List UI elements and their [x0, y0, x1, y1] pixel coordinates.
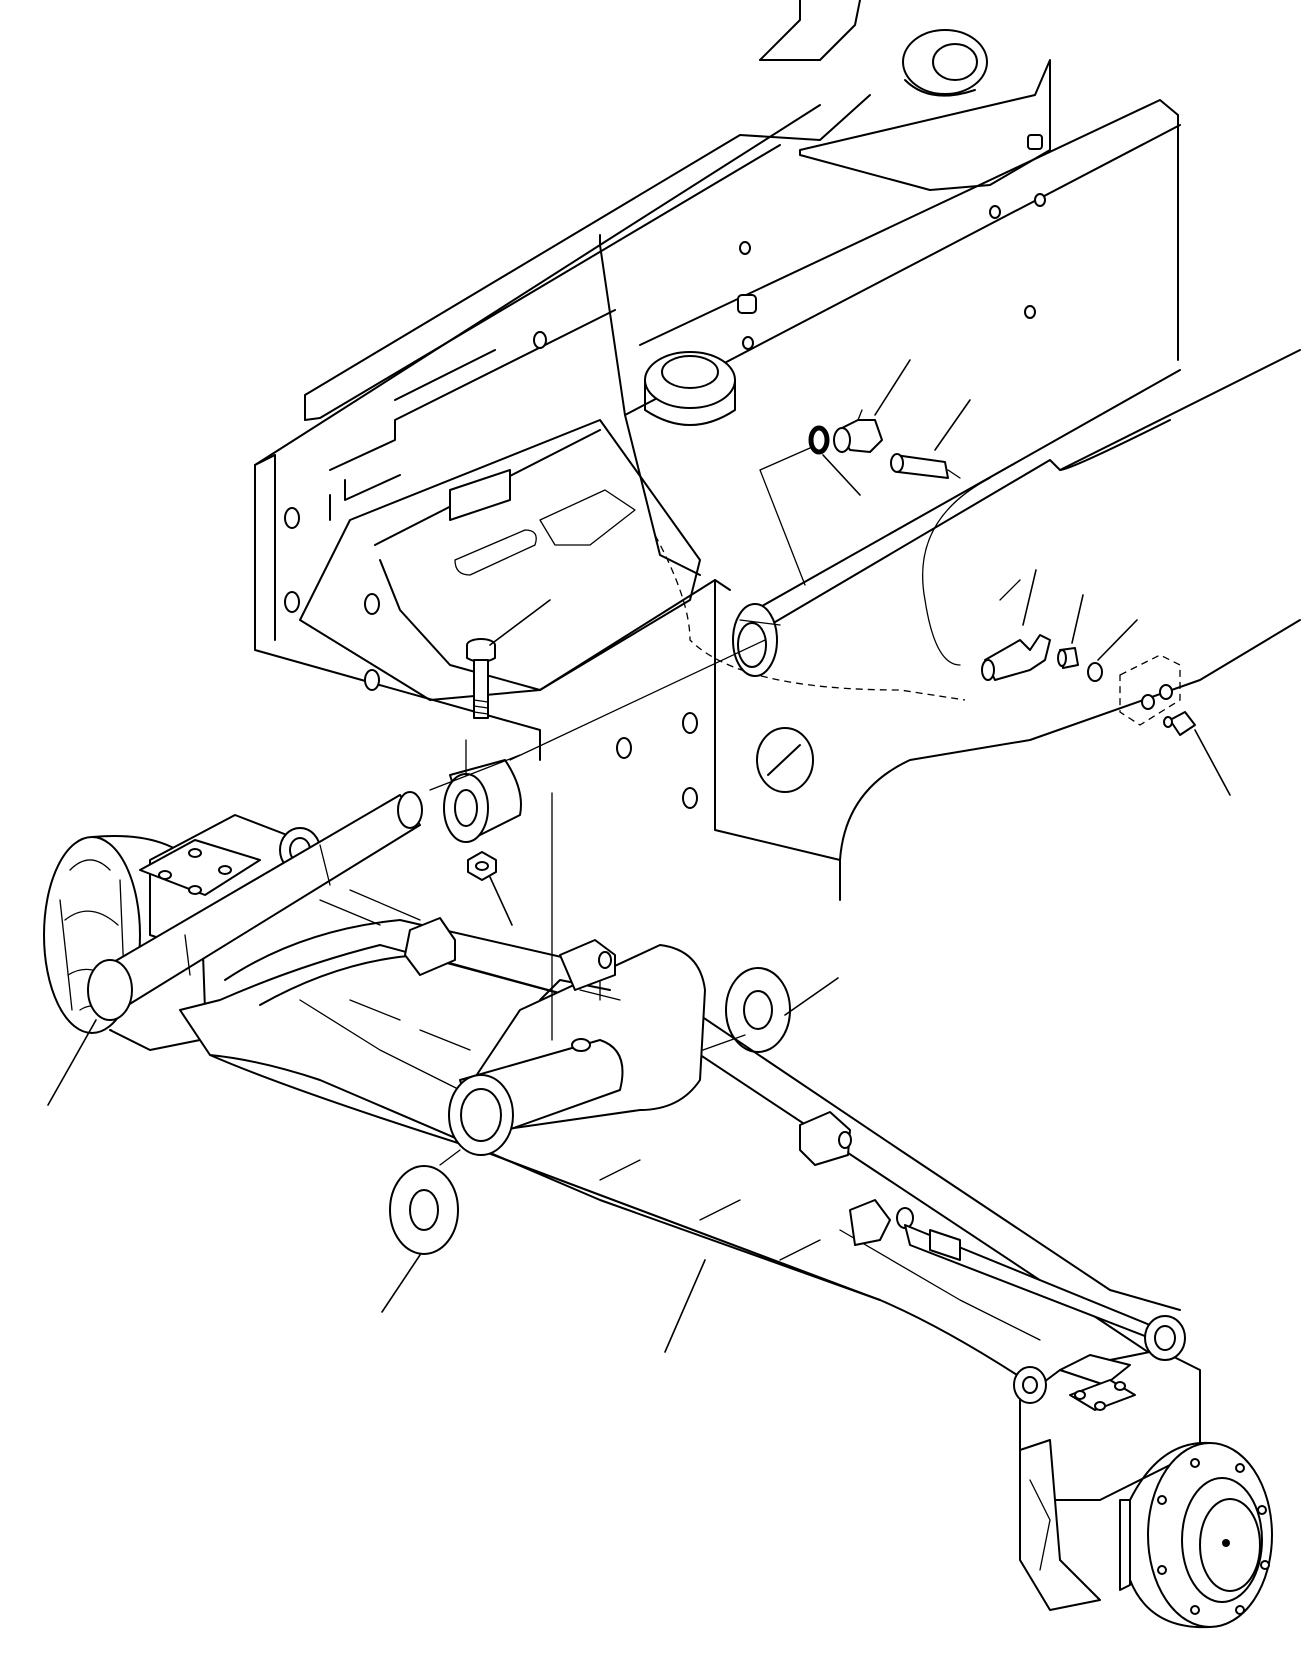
leader-pivot-pin: [47, 1019, 97, 1106]
assembly-lines: [429, 447, 811, 1166]
grease-nipple: [1163, 711, 1196, 736]
axle-pivot-boss: [448, 944, 706, 1156]
leader-o-ring-upper: [822, 454, 861, 496]
o-ring-upper: [808, 425, 830, 455]
o-ring-lower: [1087, 662, 1103, 682]
frame-pivot-boss: [732, 603, 781, 677]
pivot-pin: [87, 791, 423, 1021]
leader-connector-lower: [1071, 594, 1084, 644]
hose-fitting-upper: [890, 453, 961, 479]
connector-lower: [1057, 647, 1079, 669]
axle-assembly: [43, 791, 1273, 1629]
leader-thrust-washer-right: [784, 977, 839, 1016]
leader-elbow-fitting: [874, 359, 911, 416]
leader-bolt: [489, 599, 551, 646]
leader-nut: [489, 876, 513, 926]
elbow-fitting-lower: [981, 634, 1051, 681]
machine-frame: [254, 0, 1301, 901]
thrust-washer-right: [725, 967, 791, 1053]
thrust-washer-left: [389, 1165, 459, 1255]
elbow-fitting-upper: [833, 409, 883, 453]
leader-thrust-washer-left: [381, 1254, 421, 1313]
callout-leaders: [47, 359, 1231, 1353]
leader-o-ring-lower: [1097, 619, 1138, 661]
leader-hose-fitting: [934, 399, 971, 451]
collar-bushing: [443, 739, 522, 843]
leader-grease-nipple: [1194, 729, 1231, 796]
bolt: [466, 638, 496, 719]
nut: [467, 851, 497, 881]
leader-axle-assembly: [664, 1259, 706, 1353]
mounting-block: [1119, 654, 1181, 726]
right-wheel-hub: [1119, 1441, 1273, 1629]
right-steering-knuckle: [1013, 1315, 1201, 1611]
leader-elbow-lower: [1022, 569, 1037, 626]
